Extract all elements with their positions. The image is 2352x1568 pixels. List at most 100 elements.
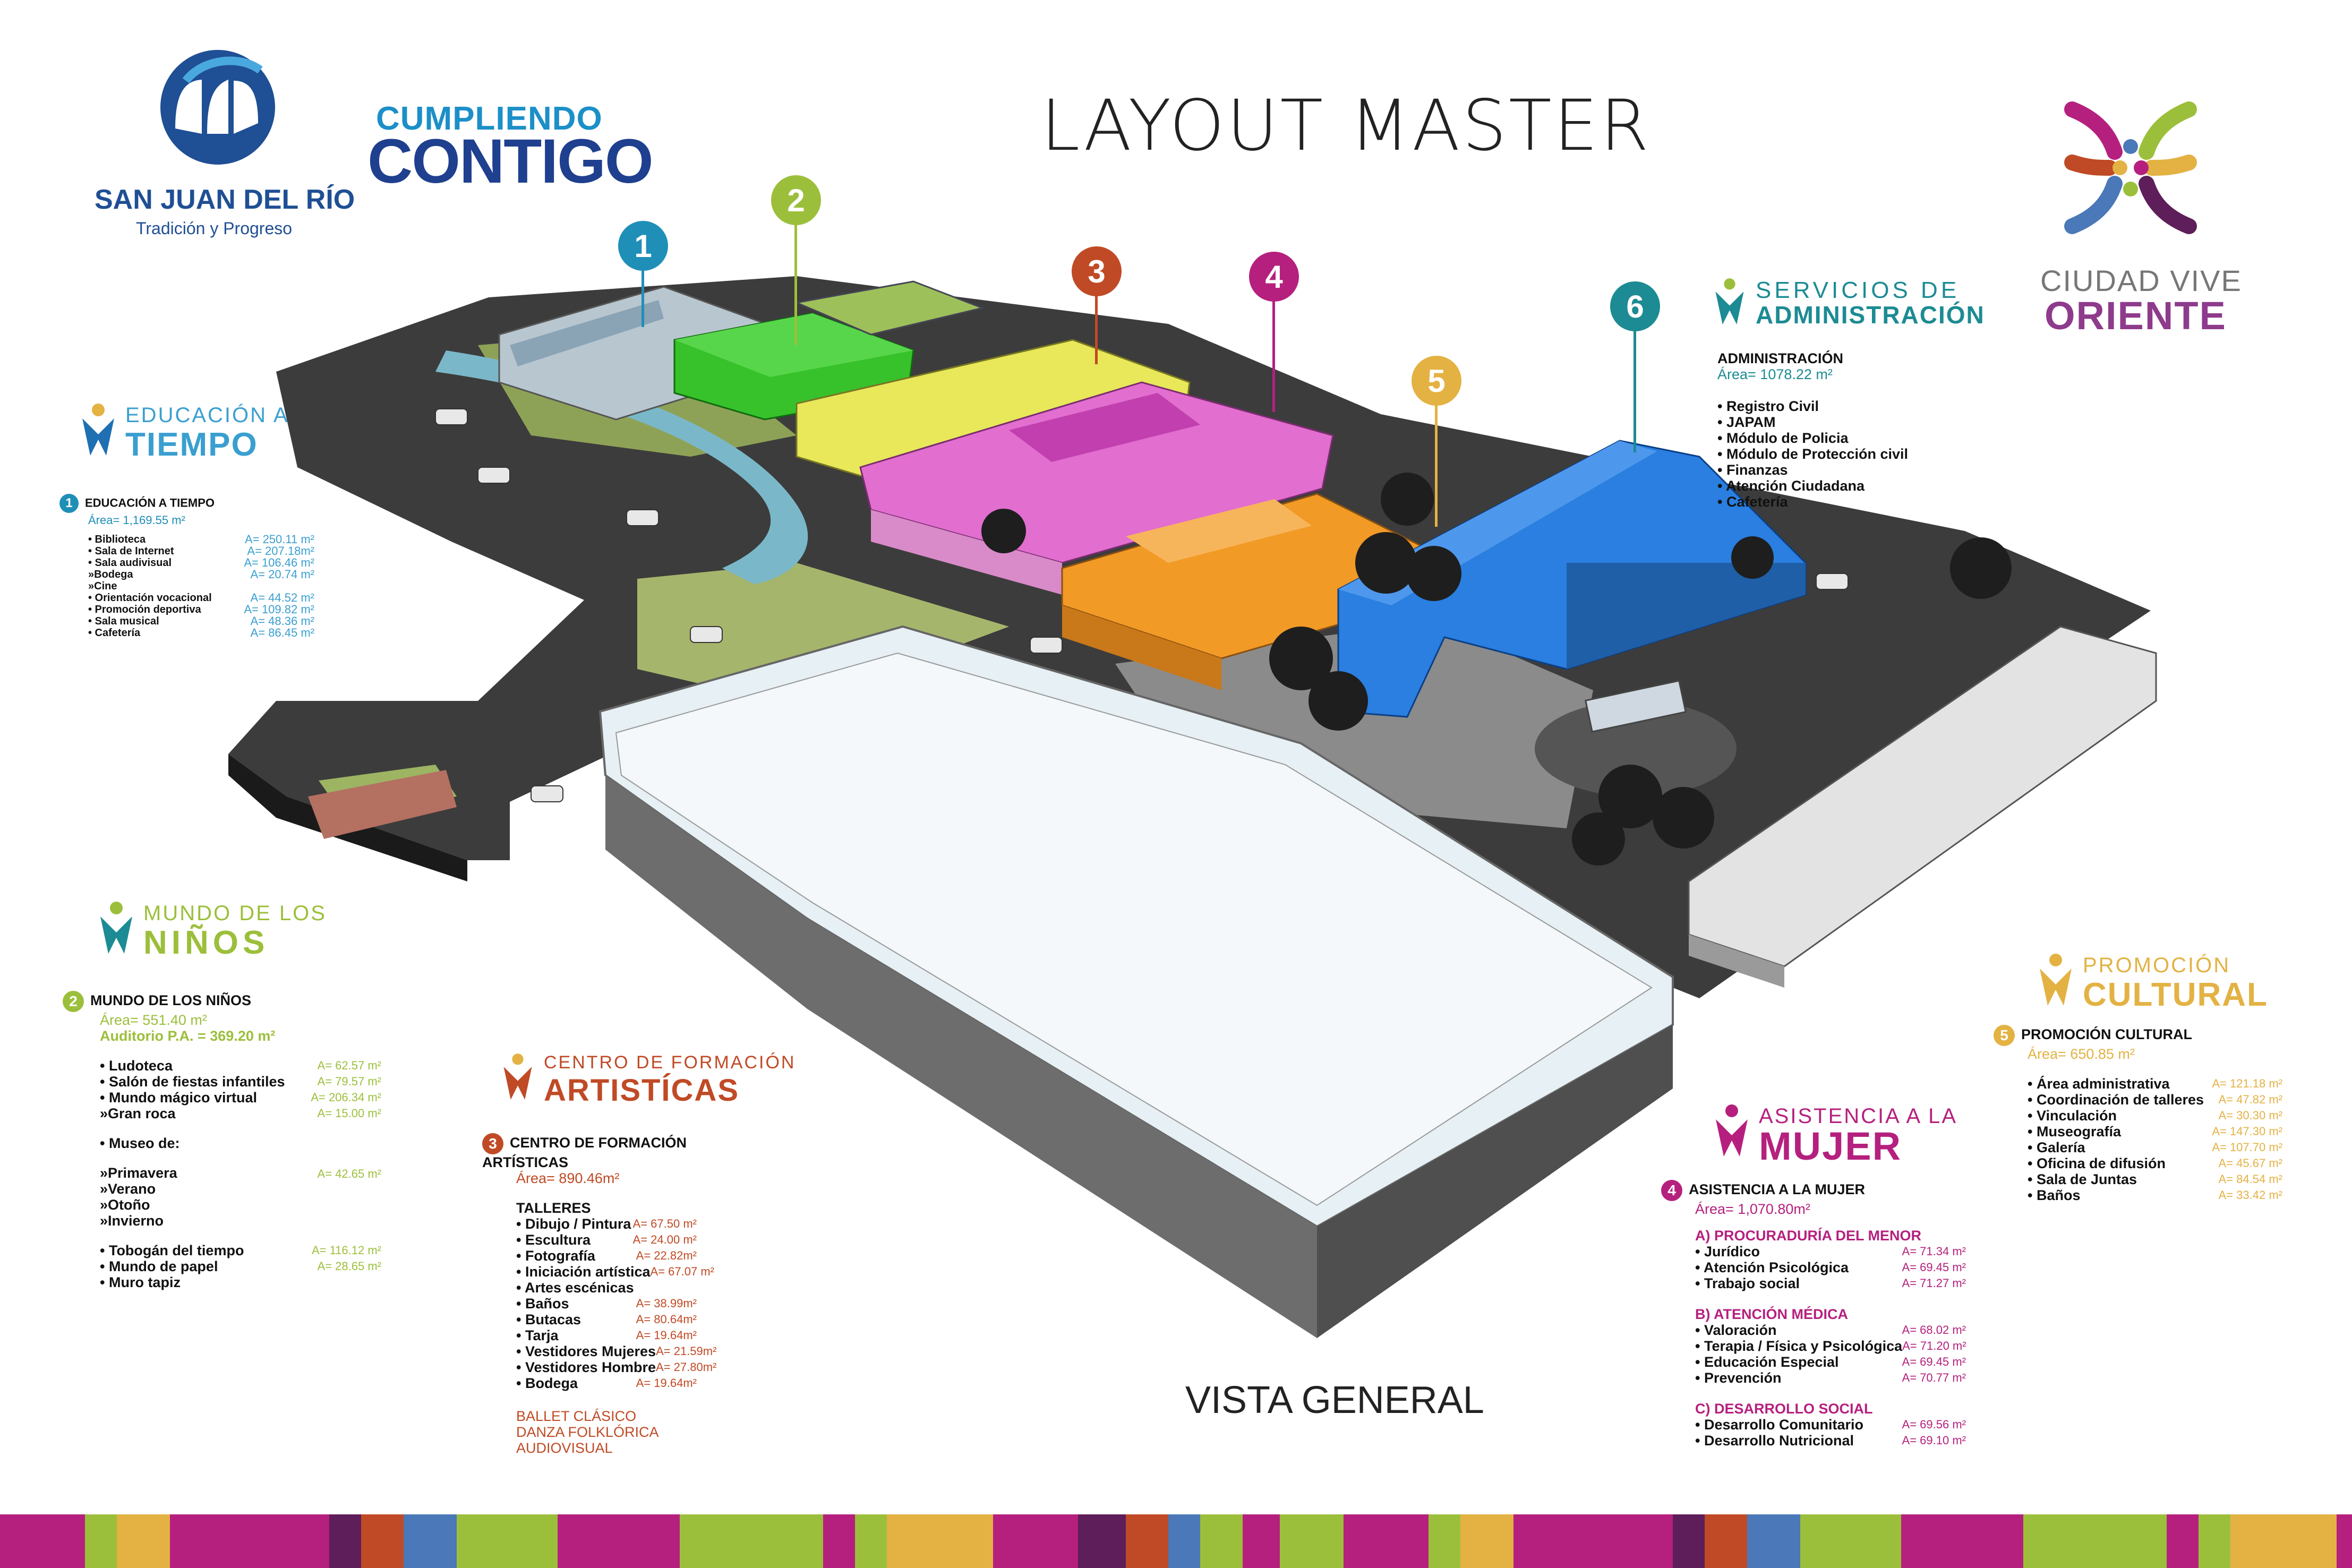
footer-color-segment	[1901, 1514, 2023, 1568]
footer-color-segment	[2199, 1514, 2230, 1568]
item-area: A= 69.45 m²	[1902, 1355, 1966, 1368]
footer-color-segment	[2023, 1514, 2167, 1568]
museo-season: »Verano	[100, 1181, 156, 1197]
item-name: • Ludoteca	[100, 1058, 173, 1074]
item-area: A= 71.27 m²	[1902, 1276, 1966, 1290]
item-area: A= 70.77 m²	[1902, 1371, 1966, 1384]
item-area: A= 67.50 m²	[632, 1217, 697, 1230]
item-name: • Mundo de papel	[100, 1258, 218, 1274]
item-area: A= 71.34 m²	[1902, 1245, 1966, 1258]
person-icon	[1715, 278, 1744, 324]
group-title: A) PROCURADURÍA DEL MENOR	[1695, 1228, 1922, 1244]
ciudad-line1: CIUDAD VIVE	[2040, 264, 2242, 297]
list-item: • Muro tapiz	[100, 1274, 381, 1290]
item-name: • Desarrollo Nutricional	[1695, 1433, 1854, 1449]
footer-color-segment	[2337, 1514, 2352, 1568]
footer-color-segment	[1168, 1514, 1200, 1568]
admin-service: • Cafetería	[1717, 494, 1788, 510]
item-area: A= 147.30 m²	[2212, 1125, 2282, 1138]
item-area: A= 27.80m²	[656, 1360, 717, 1374]
municipio-name: SAN JUAN DEL RÍO	[95, 184, 355, 215]
admin-service: • Atención Ciudadana	[1717, 478, 1865, 494]
pin-6: 6	[1610, 281, 1660, 331]
list-item: • Baños A= 33.42 m²	[2028, 1187, 2282, 1203]
item-name: • Tobogán del tiempo	[100, 1243, 244, 1258]
list-item: • Museografía A= 147.30 m²	[2028, 1124, 2282, 1139]
item-name: • Prevención	[1695, 1370, 1782, 1386]
item-name: • Biblioteca	[88, 534, 146, 545]
footer-color-segment	[2167, 1514, 2199, 1568]
item-name: • Sala musical	[88, 615, 159, 627]
footer-color-segment	[887, 1514, 993, 1568]
campaign-line1: CUMPLIENDO	[376, 100, 603, 137]
item-name: • Sala audivisual	[88, 557, 172, 569]
item-area: A= 206.34 m²	[311, 1091, 381, 1104]
list-item: • Prevención A= 70.77 m²	[1695, 1370, 1966, 1386]
item-name: • Vestidores Hombre	[516, 1359, 656, 1375]
pin-3-line	[1095, 295, 1098, 364]
ciudad-line2: ORIENTE	[2045, 294, 2227, 338]
road-edge	[228, 754, 467, 881]
item-name: • Baños	[2028, 1187, 2081, 1203]
footer-color-segment	[404, 1514, 457, 1568]
lawn-left	[637, 563, 1009, 706]
bus	[1584, 680, 1687, 733]
trees	[981, 473, 2012, 866]
item-name: • Museografía	[2028, 1124, 2121, 1139]
footer-color-segment	[855, 1514, 887, 1568]
pinwheel-logo-icon	[2051, 88, 2210, 247]
footer-color-segment	[1800, 1514, 1901, 1568]
item-name: • Baños	[516, 1296, 569, 1312]
pin-1-line	[642, 269, 644, 327]
pin-2: 2	[771, 175, 821, 225]
item-area: A= 106.46 m²	[244, 556, 314, 569]
item-name: • Fotografía	[516, 1248, 595, 1264]
footer-color-segment	[329, 1514, 361, 1568]
item-area: A= 33.42 m²	[2218, 1188, 2282, 1202]
view-caption: VISTA GENERAL	[1185, 1379, 1484, 1421]
item-area: A= 20.74 m²	[250, 568, 314, 581]
item-name: • Escultura	[516, 1232, 591, 1248]
pin-6-line	[1633, 330, 1636, 452]
pin-2-line	[794, 223, 797, 345]
item-name: »Gran roca	[100, 1106, 176, 1121]
item-area: A= 44.52 m²	[250, 591, 314, 604]
pin-4: 4	[1249, 252, 1299, 302]
footer-color-segment	[170, 1514, 329, 1568]
item-area: A= 19.64m²	[636, 1376, 697, 1390]
pin-3: 3	[1072, 246, 1122, 296]
item-name: • Oficina de difusión	[2028, 1155, 2166, 1171]
group-title: B) ATENCIÓN MÉDICA	[1695, 1306, 1848, 1322]
item-area: A= 24.00 m²	[632, 1233, 697, 1246]
item-area: A= 80.64m²	[636, 1313, 697, 1326]
item-area: A= 48.36 m²	[250, 614, 314, 628]
footer-color-segment	[1243, 1514, 1280, 1568]
item-name: • Artes escénicas	[516, 1280, 634, 1296]
footer-color-segment	[0, 1514, 85, 1568]
item-area: A= 69.56 m²	[1902, 1418, 1966, 1431]
admin-service: • Registro Civil	[1717, 398, 1819, 414]
item-name: • Vestidores Mujeres	[516, 1343, 656, 1359]
footer-color-segment	[1429, 1514, 1460, 1568]
extra-discipline: DANZA FOLKLÓRICA	[516, 1424, 659, 1440]
item-area: A= 207.18m²	[247, 544, 314, 558]
pin-5: 5	[1412, 356, 1461, 406]
m-logo-icon	[154, 49, 281, 166]
item-area: A= 67.07 m²	[650, 1265, 714, 1278]
list-item: • Escultura A= 24.00 m²	[516, 1232, 697, 1248]
item-area: A= 121.18 m²	[2212, 1077, 2282, 1090]
item-name: • Vinculación	[2028, 1108, 2117, 1124]
